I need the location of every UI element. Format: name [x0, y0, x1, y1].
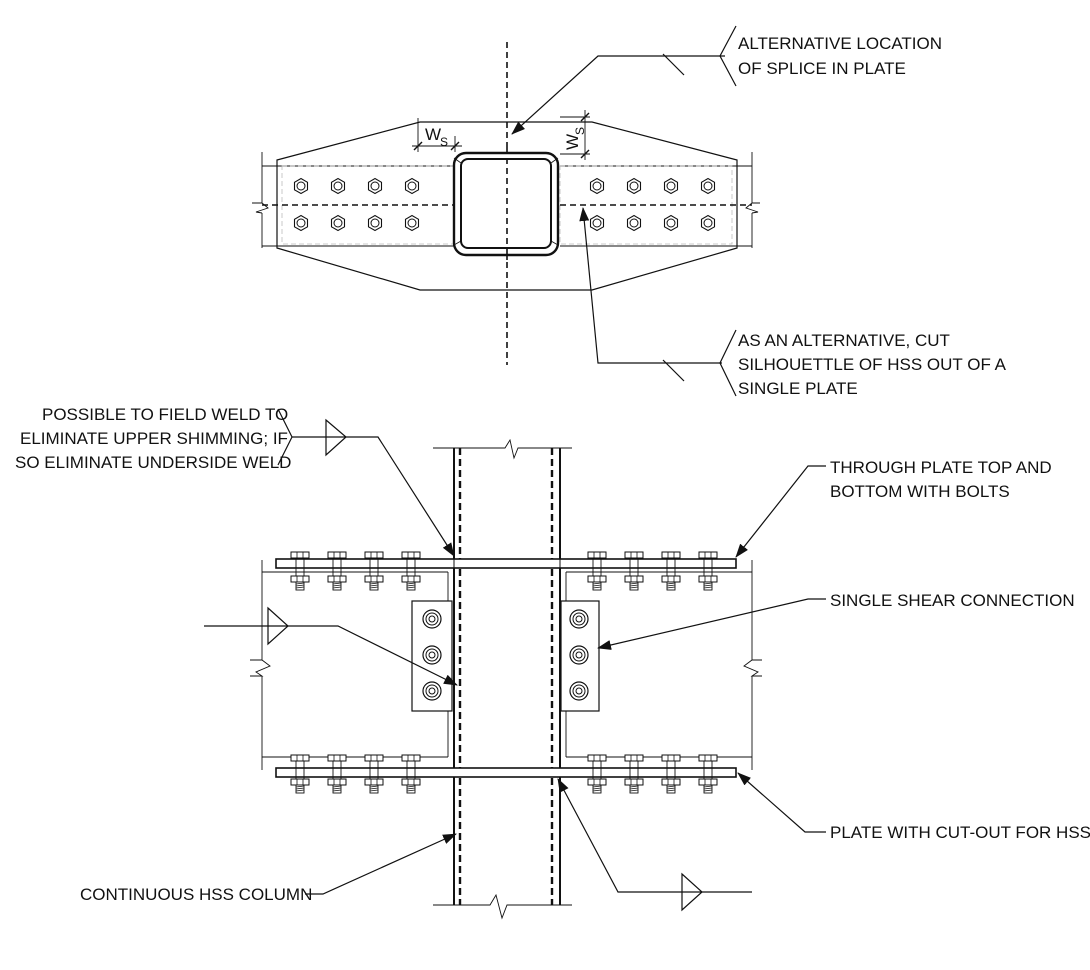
flange-bolt — [327, 551, 347, 591]
flange-bolt — [624, 754, 644, 794]
flange-bolt — [327, 754, 347, 794]
flange-bolt — [661, 754, 681, 794]
flange-bolt — [698, 551, 718, 591]
flange-bolt — [401, 754, 421, 794]
plan-ws-dimension-left: W S — [412, 118, 462, 152]
through-plate-line-1: THROUGH PLATE TOP AND — [830, 458, 1052, 477]
plan-bolt — [589, 214, 605, 232]
callout-bottom-weld — [557, 778, 752, 912]
plan-bolt — [404, 214, 420, 232]
field-weld-line-3: SO ELIMINATE UNDERSIDE WELD — [15, 453, 291, 472]
elevation-bottom-cutout-plate — [275, 767, 737, 778]
alt-location-line-2: OF SPLICE IN PLATE — [738, 59, 906, 78]
shear-tab-bolt — [569, 681, 589, 701]
plan-bolt — [626, 177, 642, 195]
flange-bolt — [587, 551, 607, 591]
ws-label-left: W — [425, 125, 441, 144]
shear-tab-bolt — [422, 645, 442, 665]
flange-bolt — [661, 551, 681, 591]
callout-hss-column: CONTINUOUS HSS COLUMN — [80, 833, 457, 904]
plan-plate-outline — [276, 121, 738, 291]
elevation-hss-column — [433, 438, 572, 920]
field-weld-line-1: POSSIBLE TO FIELD WELD TO — [42, 405, 288, 424]
alt-cut-line-1: AS AN ALTERNATIVE, CUT — [738, 331, 950, 350]
plan-bolt — [663, 214, 679, 232]
callout-through-plate: THROUGH PLATE TOP AND BOTTOM WITH BOLTS — [735, 458, 1052, 558]
shear-tab-bolt — [422, 609, 442, 629]
plan-hss-section — [452, 148, 560, 260]
plan-bolt-group — [293, 177, 716, 232]
flange-bolt — [624, 551, 644, 591]
ws-subscript-left: S — [440, 135, 448, 149]
alt-cut-line-2: SILHOUETTLE OF HSS OUT OF A — [738, 355, 1007, 374]
callout-single-shear: SINGLE SHEAR CONNECTION — [597, 591, 1075, 650]
plan-bolt — [700, 214, 716, 232]
plan-bolt — [330, 177, 346, 195]
plan-bolt — [330, 214, 346, 232]
field-weld-line-2: ELIMINATE UPPER SHIMMING; IF — [20, 429, 288, 448]
flange-bolt — [364, 551, 384, 591]
shear-tab-bolt — [569, 609, 589, 629]
cutout-plate-label: PLATE WITH CUT-OUT FOR HSS — [830, 823, 1090, 842]
callout-left-tab-weld — [204, 606, 458, 686]
flange-bolt — [290, 551, 310, 591]
hss-column-label: CONTINUOUS HSS COLUMN — [80, 885, 312, 904]
plan-bolt — [367, 177, 383, 195]
plan-bolt — [404, 177, 420, 195]
plan-bolt — [700, 177, 716, 195]
flange-bolt — [698, 754, 718, 794]
shear-tab-bolt — [422, 681, 442, 701]
plan-bolt — [367, 214, 383, 232]
callout-alt-splice-location: ALTERNATIVE LOCATION OF SPLICE IN PLATE — [511, 25, 942, 135]
alt-location-line-1: ALTERNATIVE LOCATION — [738, 34, 942, 53]
plan-bolt — [293, 214, 309, 232]
flange-bolt — [364, 754, 384, 794]
callout-alt-cut-silhouette: AS AN ALTERNATIVE, CUT SILHOUETTLE OF HS… — [579, 207, 1007, 398]
flange-bolt — [587, 754, 607, 794]
shear-tab-bolt — [569, 645, 589, 665]
flange-bolt-group — [290, 551, 718, 794]
flange-bolt — [290, 754, 310, 794]
flange-bolt — [401, 551, 421, 591]
through-plate-line-2: BOTTOM WITH BOLTS — [830, 482, 1010, 501]
plan-bolt — [626, 214, 642, 232]
elevation-top-through-plate — [275, 558, 737, 569]
shear-tab-bolt-group — [422, 609, 589, 701]
plan-bolt — [663, 177, 679, 195]
plan-bolt — [589, 177, 605, 195]
alt-cut-line-3: SINGLE PLATE — [738, 379, 858, 398]
callout-cutout-plate: PLATE WITH CUT-OUT FOR HSS — [737, 772, 1090, 842]
single-shear-label: SINGLE SHEAR CONNECTION — [830, 591, 1075, 610]
elevation-view: POSSIBLE TO FIELD WELD TO ELIMINATE UPPE… — [15, 405, 1090, 920]
ws-subscript-right: S — [573, 127, 587, 135]
plan-bolt — [293, 177, 309, 195]
callout-field-weld: POSSIBLE TO FIELD WELD TO ELIMINATE UPPE… — [15, 405, 455, 557]
plan-view: W S W S ALTERNATIVE LOCATION OF SPLICE I… — [252, 25, 1007, 398]
ws-label-right: W — [563, 134, 582, 150]
plan-ws-dimension-right: W S — [560, 110, 590, 160]
